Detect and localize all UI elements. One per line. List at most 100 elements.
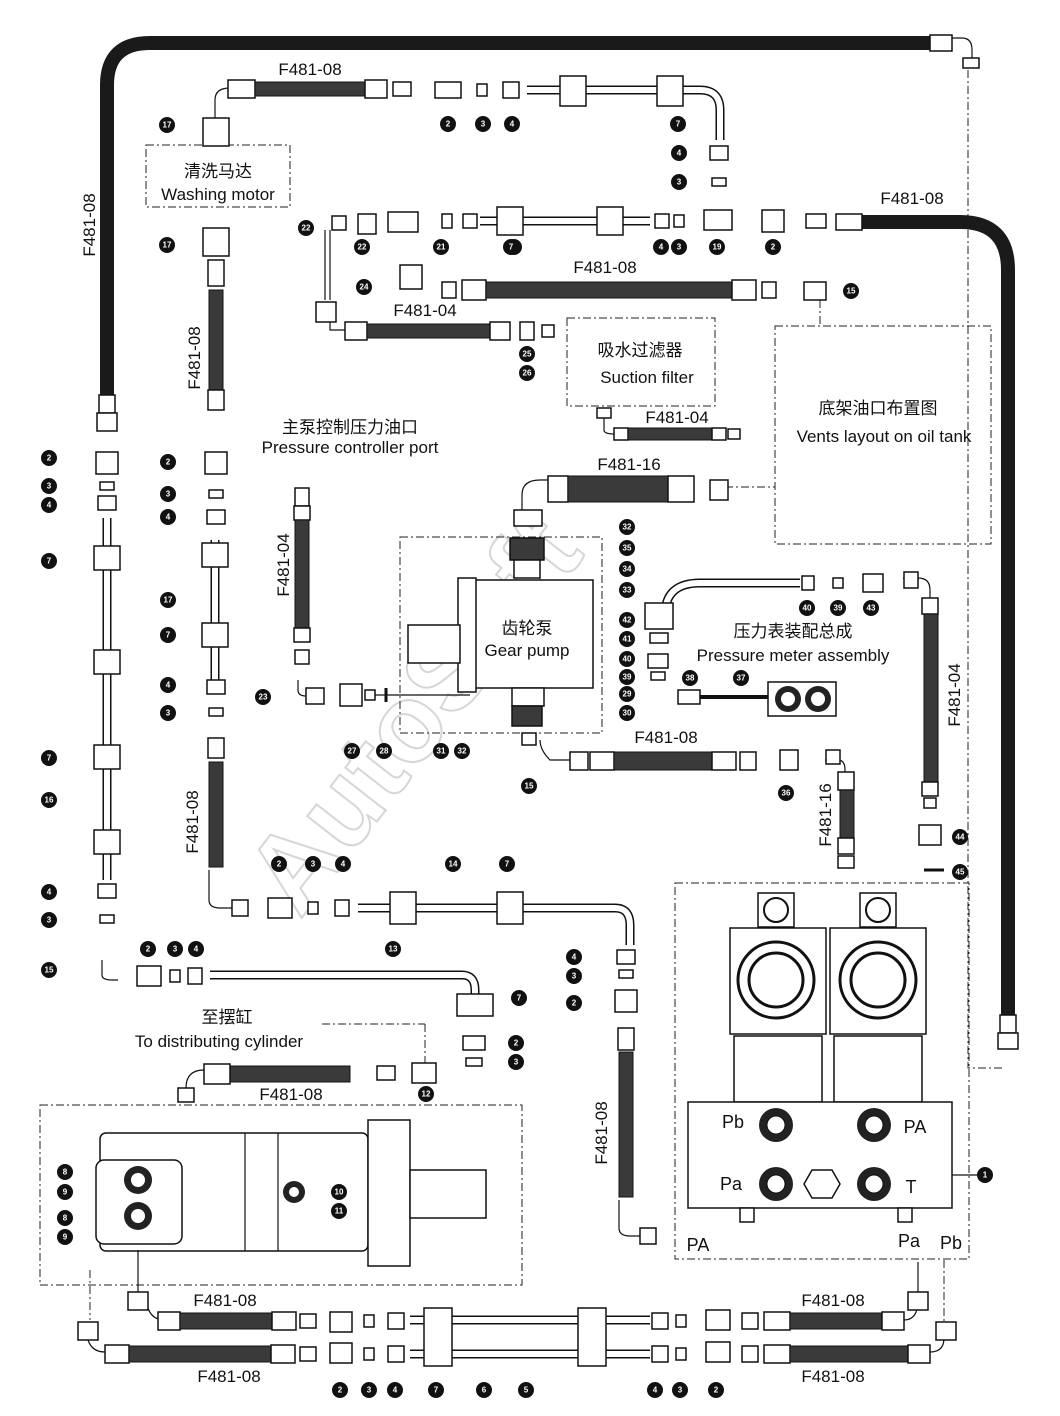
callout-circle [952,829,968,845]
callout-34: 34 [619,561,635,577]
fitting [761,281,777,299]
callout-circle [387,1382,403,1398]
clamp [201,622,229,648]
hose-label: F481-16 [597,455,660,474]
callout-2: 2 [41,450,57,466]
callout-number: 3 [572,972,577,981]
callout-19: 19 [709,239,725,255]
fitting [364,689,376,701]
callout-number: 40 [623,655,632,664]
solenoid-body [733,1035,823,1103]
washer [711,177,727,187]
fitting-23 [331,215,347,231]
fitting [392,81,412,97]
callout-4: 4 [504,116,520,132]
fitting [709,479,729,501]
clamp [496,206,524,236]
hose-f481-08-bottom-3 [789,1312,883,1330]
callout-circle [952,864,968,880]
port-label: Pb [940,1233,962,1253]
callout-4: 4 [387,1382,403,1398]
callout-circle [709,239,725,255]
port-label: PA [904,1117,927,1137]
hose-f481-04-b [627,427,713,441]
hose-label: F481-08 [183,790,202,853]
fitting [127,1291,149,1311]
callout-32: 32 [454,743,470,759]
callout-number: 2 [446,120,451,129]
callout-circle [671,145,687,161]
callout-number: 23 [259,693,268,702]
suction-filter-box [566,317,716,407]
pressure-port-cn: 主泵控制压力油口 [282,418,418,438]
callout-number: 33 [623,586,632,595]
callout-41: 41 [619,631,635,647]
callout-number: 32 [623,523,632,532]
callout-15: 15 [521,778,537,794]
clamp [201,542,229,568]
clamp [93,649,121,675]
callout-28: 28 [376,743,392,759]
washer [675,1347,687,1361]
motor-port-inner [131,1209,145,1223]
callout-number: 3 [514,1058,519,1067]
vents-box [774,325,992,545]
fitting [651,1312,669,1330]
callout-number: 42 [623,616,632,625]
callout-number: 2 [277,860,282,869]
pipe-14-inner [358,905,633,945]
callout-circle [619,561,635,577]
vents-cn: 底架油口布置图 [819,399,938,419]
coil-head [865,897,891,923]
callout-number: 4 [194,945,199,954]
fitting [935,1321,957,1341]
pipe-13 [210,970,480,1000]
fitting [903,571,919,589]
hose-f481-08-left [208,289,224,391]
hose-f481-16-b [839,789,855,839]
hose-label: F481-08 [80,193,99,256]
fitting-38 [677,689,701,705]
washer [363,1347,375,1361]
callout-number: 39 [623,673,632,682]
fitting-40 [647,653,669,669]
callout-4: 4 [653,239,669,255]
clamp [559,75,587,107]
pressure-meter-cn: 压力表装配总成 [734,622,853,642]
fitting [97,495,117,511]
callout-13: 13 [385,941,401,957]
callout-4: 4 [647,1382,663,1398]
callout-circle [332,1382,348,1398]
callout-26: 26 [519,365,535,381]
hose-label: F481-04 [945,663,964,726]
fitting [267,897,293,919]
fitting [187,967,203,985]
callout-circle [160,592,176,608]
callout-30: 30 [619,705,635,721]
callout-circle [670,116,686,132]
callout-number: 9 [63,1188,68,1197]
callout-number: 14 [449,860,458,869]
callout-number: 3 [677,178,682,187]
pipe-top [527,85,725,140]
callout-circle [511,990,527,1006]
elbow [952,37,973,60]
callout-number: 17 [163,121,172,130]
port-label: T [906,1177,917,1197]
fitting [705,1341,731,1363]
callout-21: 21 [433,239,449,255]
callout-circle [41,962,57,978]
fitting [731,279,757,301]
callout-number: 10 [335,1188,344,1197]
fitting [639,1227,657,1245]
callout-number: 17 [163,241,172,250]
callout-2: 2 [765,239,781,255]
clamp [93,744,121,770]
callout-15: 15 [41,962,57,978]
callout-number: 4 [166,513,171,522]
fitting [206,679,226,695]
callout-circle [159,117,175,133]
callout-35: 35 [619,540,635,556]
fitting-44 [918,824,942,846]
hose-label: F481-08 [592,1101,611,1164]
